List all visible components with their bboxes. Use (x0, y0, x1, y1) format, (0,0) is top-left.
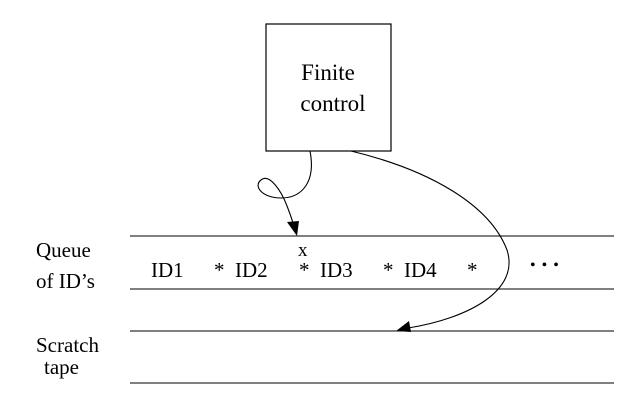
queue-cell-id4: ID4 (404, 258, 437, 282)
queue-cell-id1: ID1 (151, 258, 184, 282)
queue-label-line1: Queue (36, 238, 91, 262)
head-marker: x (298, 240, 308, 261)
scratch-head-arrowhead (396, 321, 411, 332)
finite-control-label-line2: control (300, 91, 365, 116)
queue-separator-4: * (467, 258, 478, 282)
scratch-label-line1: Scratch (36, 333, 99, 357)
queue-separator-3: * (383, 258, 394, 282)
queue-head-arrowhead (287, 221, 299, 236)
queue-separator-1: * (214, 258, 225, 282)
queue-separator-2: * (299, 258, 310, 282)
queue-head-pointer-curve (257, 150, 312, 230)
finite-control-box (265, 23, 392, 152)
queue-ellipsis: • • • (530, 257, 560, 274)
finite-control-label-line1: Finite (301, 60, 355, 85)
queue-label-line2: of ID’s (36, 269, 95, 293)
queue-cell-id2: ID2 (235, 258, 268, 282)
scratch-label-line2: tape (44, 355, 79, 379)
scratch-head-pointer-curve (350, 150, 510, 329)
queue-cell-id3: ID3 (320, 258, 353, 282)
